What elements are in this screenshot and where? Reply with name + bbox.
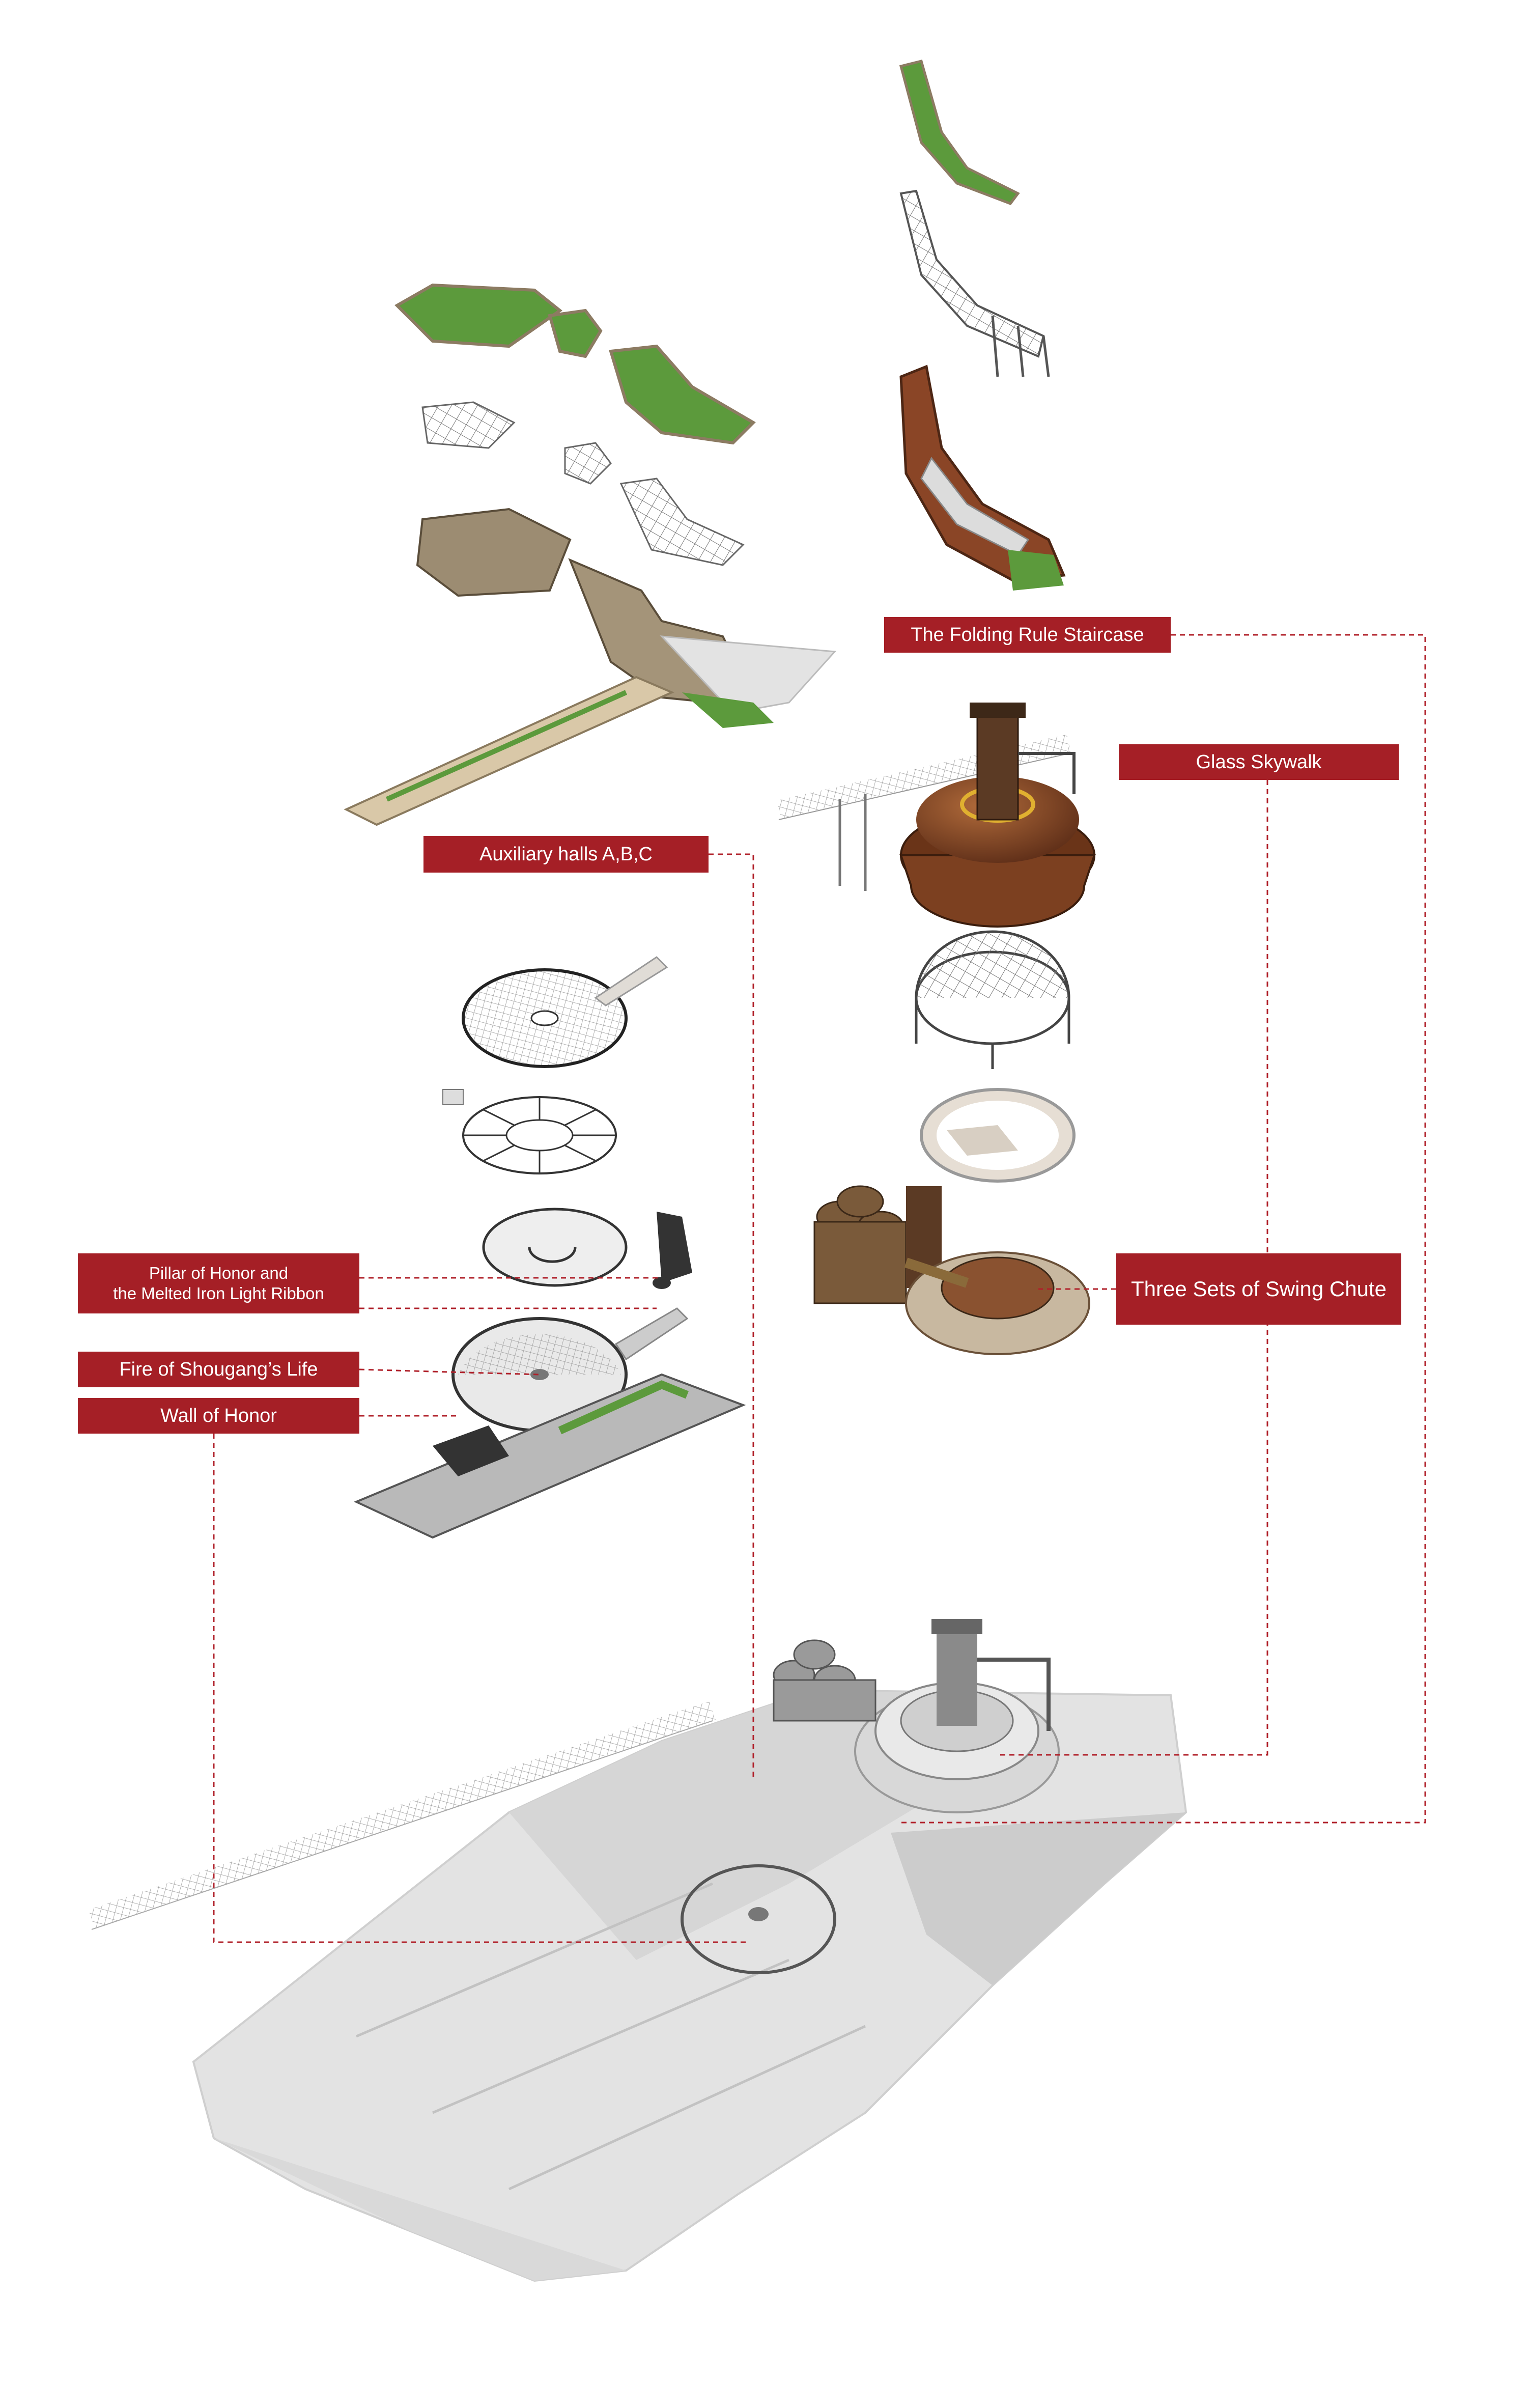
ring-platform (920, 1088, 1076, 1183)
staircase-structure (899, 189, 1050, 377)
label-wall-text: Wall of Honor (160, 1405, 277, 1426)
swing-chute-machinery (813, 1185, 1090, 1355)
roof-disc (462, 956, 668, 1068)
leader-skywalk (998, 780, 1268, 1756)
leader-lines (213, 634, 1426, 1943)
label-pillar-line1: Pillar of Honor and (149, 1264, 289, 1282)
label-fire-of-shougang: Fire of Shougang’s Life (78, 1352, 359, 1387)
site-base-furnace (773, 1619, 1060, 1813)
auxiliary-halls-roofs (394, 283, 756, 445)
label-folding-rule-staircase-text: The Folding Rule Staircase (911, 624, 1144, 646)
site-base-model (88, 1689, 1187, 2282)
label-folding-rule-staircase: The Folding Rule Staircase (884, 617, 1171, 653)
staircase-roof (899, 59, 1020, 206)
label-pillar-of-honor: Pillar of Honor and the Melted Iron Ligh… (78, 1253, 359, 1313)
label-pillar-line2: the Melted Iron Light Ribbon (113, 1284, 324, 1303)
dome-frame (915, 930, 1070, 1069)
leader-wall-base (213, 1434, 748, 1943)
label-fire-text: Fire of Shougang’s Life (119, 1359, 318, 1380)
staircase-body (899, 365, 1066, 591)
label-glass-skywalk-text: Glass Skywalk (1196, 751, 1322, 773)
leader-staircase (901, 634, 1426, 1824)
ring-wall (482, 1208, 692, 1289)
label-swing-chute: Three Sets of Swing Chute (1116, 1253, 1401, 1325)
ground-floor-hall (354, 1307, 746, 1539)
label-glass-skywalk: Glass Skywalk (1119, 744, 1399, 780)
skywalk-furnace (899, 703, 1096, 928)
label-auxiliary-halls-text: Auxiliary halls A,B,C (479, 844, 653, 865)
label-auxiliary-halls: Auxiliary halls A,B,C (423, 836, 709, 873)
leader-aux-halls (709, 853, 754, 1777)
auxiliary-halls-frames (421, 401, 745, 566)
leader-fire (359, 1368, 540, 1376)
label-swing-chute-text: Three Sets of Swing Chute (1131, 1277, 1387, 1301)
radial-truss (442, 1089, 617, 1174)
label-wall-of-honor: Wall of Honor (78, 1398, 359, 1434)
auxiliary-halls-base (344, 508, 837, 826)
